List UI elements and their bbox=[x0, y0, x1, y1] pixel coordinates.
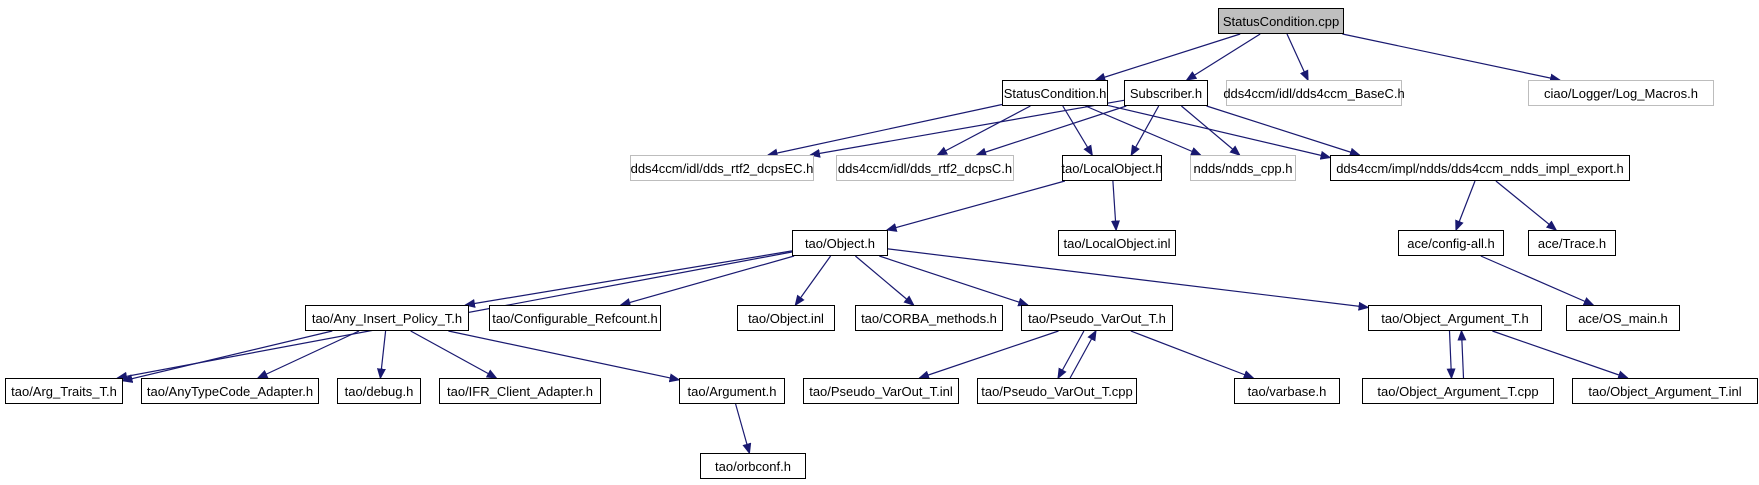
edge-tao-any-insert-policy-t-h-to-tao-debug-h bbox=[376, 330, 387, 380]
edge-tao-object-h-to-tao-pseudo-varout-t-h bbox=[879, 255, 1030, 307]
node-tao-arg-traits-t-h[interactable]: tao/Arg_Traits_T.h bbox=[5, 378, 123, 404]
node-ciao-logger-log-macros-h: ciao/Logger/Log_Macros.h bbox=[1528, 80, 1714, 106]
node-tao-object-h[interactable]: tao/Object.h bbox=[792, 230, 888, 256]
node-tao-object-argument-t-cpp[interactable]: tao/Object_Argument_T.cpp bbox=[1362, 378, 1554, 404]
edge-statuscondition-h-to-dds4ccm-idl-dds-rtf2-dcpsc-h bbox=[936, 105, 1031, 156]
node-ace-os-main-h[interactable]: ace/OS_main.h bbox=[1566, 305, 1680, 331]
edge-statuscondition-cpp-to-dds4ccm-idl-dds4ccm-basec-h bbox=[1286, 33, 1309, 82]
edge-statuscondition-h-to-tao-localobject-h bbox=[1062, 105, 1093, 157]
edge-statuscondition-cpp-to-subscriber-h bbox=[1185, 33, 1261, 81]
node-tao-configurable-refcount-h[interactable]: tao/Configurable_Refcount.h bbox=[489, 305, 661, 331]
edge-ace-config-all-h-to-ace-os-main-h bbox=[1480, 255, 1595, 306]
edge-tao-pseudo-varout-t-h-to-tao-pseudo-varout-t-inl bbox=[918, 330, 1059, 380]
node-tao-argument-h[interactable]: tao/Argument.h bbox=[679, 378, 785, 404]
node-tao-object-inl[interactable]: tao/Object.inl bbox=[737, 305, 835, 331]
edge-tao-object-h-to-tao-any-insert-policy-t-h bbox=[464, 250, 793, 308]
edge-dds4ccm-impl-ndds-dds4ccm-ndds-impl-export-h-to-ace-config-all-h bbox=[1455, 180, 1476, 232]
node-tao-pseudo-varout-t-cpp[interactable]: tao/Pseudo_VarOut_T.cpp bbox=[977, 378, 1137, 404]
node-tao-varbase-h[interactable]: tao/varbase.h bbox=[1234, 378, 1340, 404]
edge-dds4ccm-impl-ndds-dds4ccm-ndds-impl-export-h-to-ace-trace-h bbox=[1495, 180, 1558, 231]
node-dds4ccm-idl-dds4ccm-basec-h: dds4ccm/idl/dds4ccm_BaseC.h bbox=[1223, 80, 1405, 106]
edge-tao-any-insert-policy-t-h-to-tao-ifr-client-adapter-h bbox=[410, 330, 498, 379]
edge-tao-pseudo-varout-t-h-to-tao-pseudo-varout-t-cpp bbox=[1057, 330, 1085, 380]
node-statuscondition-cpp: StatusCondition.cpp bbox=[1218, 8, 1344, 34]
node-tao-anytypecode-adapter-h[interactable]: tao/AnyTypeCode_Adapter.h bbox=[141, 378, 319, 404]
edge-subscriber-h-to-dds4ccm-idl-dds-rtf2-dcpsc-h bbox=[975, 105, 1127, 157]
edge-tao-object-h-to-tao-object-argument-t-h bbox=[887, 248, 1370, 311]
edge-subscriber-h-to-dds4ccm-idl-dds-rtf2-dcpsec-h bbox=[809, 99, 1125, 158]
edge-tao-object-argument-t-h-to-tao-object-argument-t-cpp bbox=[1446, 330, 1456, 380]
edge-statuscondition-h-to-dds4ccm-idl-dds-rtf2-dcpsec-h bbox=[766, 103, 1003, 158]
node-tao-corba-methods-h[interactable]: tao/CORBA_methods.h bbox=[855, 305, 1003, 331]
node-ace-trace-h[interactable]: ace/Trace.h bbox=[1528, 230, 1616, 256]
node-statuscondition-h[interactable]: StatusCondition.h bbox=[1002, 80, 1108, 106]
edge-tao-any-insert-policy-t-h-to-tao-anytypecode-adapter-h bbox=[256, 330, 360, 379]
edge-tao-pseudo-varout-t-cpp-to-tao-pseudo-varout-t-h bbox=[1069, 329, 1097, 379]
edge-subscriber-h-to-tao-localobject-h bbox=[1130, 105, 1160, 157]
edge-tao-any-insert-policy-t-h-to-tao-argument-h bbox=[448, 330, 681, 383]
edge-tao-argument-h-to-tao-orbconf-h bbox=[735, 403, 752, 455]
node-tao-pseudo-varout-t-h[interactable]: tao/Pseudo_VarOut_T.h bbox=[1021, 305, 1173, 331]
edge-subscriber-h-to-ndds-ndds-cpp-h bbox=[1181, 105, 1241, 156]
node-tao-object-argument-t-h[interactable]: tao/Object_Argument_T.h bbox=[1368, 305, 1542, 331]
edge-statuscondition-h-to-dds4ccm-impl-ndds-dds4ccm-ndds-impl-export-h bbox=[1107, 104, 1332, 160]
node-tao-localobject-h[interactable]: tao/LocalObject.h bbox=[1061, 155, 1163, 181]
edge-tao-object-argument-t-h-to-tao-object-argument-t-inl bbox=[1492, 330, 1630, 380]
node-tao-ifr-client-adapter-h[interactable]: tao/IFR_Client_Adapter.h bbox=[439, 378, 601, 404]
node-ndds-ndds-cpp-h: ndds/ndds_cpp.h bbox=[1190, 155, 1296, 181]
edge-tao-object-h-to-tao-configurable-refcount-h bbox=[619, 255, 795, 307]
node-dds4ccm-idl-dds-rtf2-dcpsec-h: dds4ccm/idl/dds_rtf2_dcpsEC.h bbox=[630, 155, 814, 181]
node-tao-object-argument-t-inl[interactable]: tao/Object_Argument_T.inl bbox=[1572, 378, 1758, 404]
edge-tao-object-h-to-tao-object-inl bbox=[794, 255, 832, 307]
edge-statuscondition-cpp-to-ciao-logger-log-macros-h bbox=[1342, 33, 1562, 83]
edge-statuscondition-cpp-to-statuscondition-h bbox=[1094, 33, 1241, 82]
node-dds4ccm-impl-ndds-dds4ccm-ndds-impl-export-h[interactable]: dds4ccm/impl/ndds/dds4ccm_ndds_impl_expo… bbox=[1330, 155, 1630, 181]
node-tao-orbconf-h[interactable]: tao/orbconf.h bbox=[700, 453, 806, 479]
node-tao-any-insert-policy-t-h[interactable]: tao/Any_Insert_Policy_T.h bbox=[305, 305, 469, 331]
node-subscriber-h[interactable]: Subscriber.h bbox=[1124, 80, 1208, 106]
node-ace-config-all-h[interactable]: ace/config-all.h bbox=[1398, 230, 1504, 256]
node-tao-debug-h[interactable]: tao/debug.h bbox=[337, 378, 421, 404]
node-tao-localobject-inl[interactable]: tao/LocalObject.inl bbox=[1058, 230, 1176, 256]
edge-tao-any-insert-policy-t-h-to-tao-arg-traits-t-h bbox=[121, 330, 333, 383]
edge-tao-object-argument-t-cpp-to-tao-object-argument-t-h bbox=[1457, 329, 1467, 379]
node-dds4ccm-idl-dds-rtf2-dcpsc-h: dds4ccm/idl/dds_rtf2_dcpsC.h bbox=[836, 155, 1014, 181]
edge-tao-localobject-h-to-tao-object-h bbox=[885, 180, 1066, 232]
edge-tao-object-h-to-tao-corba-methods-h bbox=[855, 255, 915, 306]
edge-tao-pseudo-varout-t-h-to-tao-varbase-h bbox=[1130, 330, 1255, 379]
edge-subscriber-h-to-dds4ccm-impl-ndds-dds4ccm-ndds-impl-export-h bbox=[1206, 105, 1361, 157]
edge-statuscondition-h-to-ndds-ndds-cpp-h bbox=[1085, 105, 1202, 156]
node-tao-pseudo-varout-t-inl[interactable]: tao/Pseudo_VarOut_T.inl bbox=[803, 378, 959, 404]
edge-tao-localobject-h-to-tao-localobject-inl bbox=[1110, 180, 1120, 232]
